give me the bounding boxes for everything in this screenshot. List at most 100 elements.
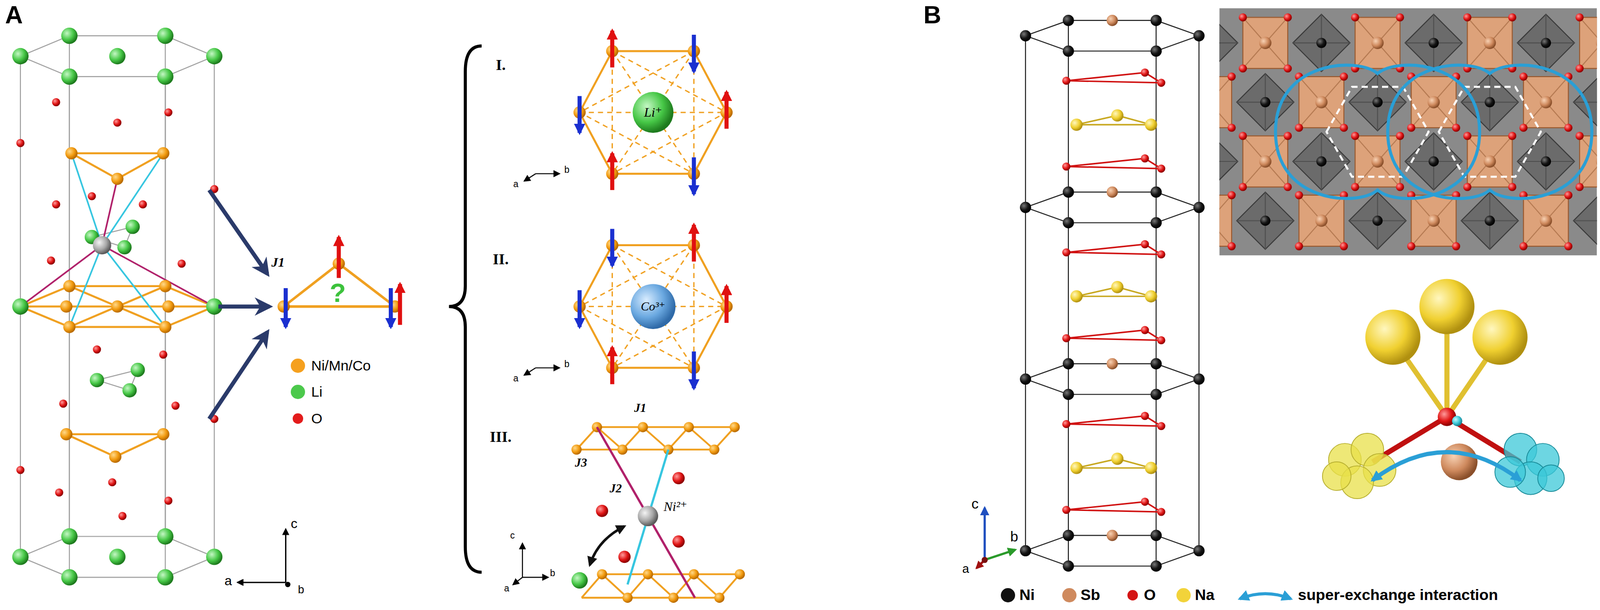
polyhedra-view	[1517, 14, 1575, 72]
exchange-label: J3	[573, 455, 589, 469]
interlayer-exchange	[576, 426, 740, 598]
orbital-picture	[1537, 464, 1565, 492]
interlayer-exchange	[642, 568, 653, 579]
layered-structure	[1106, 357, 1118, 370]
legend-text: Sb	[1080, 586, 1101, 603]
layered-structure	[1062, 217, 1075, 229]
polyhedra-view	[1517, 132, 1575, 190]
polyhedra-view	[1236, 191, 1294, 249]
spin-hexagon	[691, 224, 697, 262]
layered-structure	[1076, 115, 1152, 468]
case-numeral: I.	[495, 57, 506, 74]
layered-structure	[138, 200, 148, 209]
layered-structure	[206, 548, 223, 565]
axis-label: c	[290, 516, 298, 531]
orbital-picture	[1365, 309, 1421, 365]
layered-structure	[1150, 560, 1163, 572]
layered-structure	[1150, 186, 1163, 198]
interlayer-exchange	[571, 421, 746, 603]
layered-structure	[16, 138, 25, 148]
polyhedra-view	[1351, 131, 1404, 191]
layered-structure	[1140, 239, 1149, 248]
polyhedra-view	[1294, 190, 1348, 250]
layered-structure	[1062, 45, 1075, 57]
axis-arrows	[983, 507, 987, 560]
interlayer-exchange	[622, 592, 633, 603]
layered-structure	[1150, 529, 1163, 542]
orbital-picture	[1322, 461, 1352, 491]
spin-triangle	[336, 237, 342, 278]
spin-hexagon	[577, 96, 583, 133]
axis-arrows	[285, 582, 290, 587]
polyhedra-view	[1219, 72, 1236, 132]
polyhedra-view	[1519, 72, 1573, 132]
layered-structure	[1193, 29, 1205, 42]
layered-structure	[59, 399, 68, 408]
interlayer-exchange	[709, 444, 720, 455]
polyhedra-view	[1238, 131, 1292, 191]
legend-swatch	[290, 358, 306, 373]
polyhedra-view	[1219, 8, 1597, 256]
layered-structure	[1025, 35, 1027, 551]
legend-text: Ni/Mn/Co	[311, 357, 371, 374]
layered-structure	[55, 488, 64, 497]
interlayer-exchange	[595, 504, 609, 517]
interlayer-exchange	[589, 525, 625, 565]
axis-label: a	[224, 573, 233, 588]
polyhedra-view	[1404, 132, 1462, 190]
pointer-arrow	[209, 189, 270, 419]
polyhedra-view	[1461, 73, 1519, 131]
exchange-label: J2	[608, 481, 624, 495]
layered-structure	[20, 35, 215, 577]
layered-structure	[101, 153, 164, 246]
spin-hexagon	[632, 91, 674, 133]
interlayer-exchange	[683, 421, 694, 432]
polyhedra-view	[1351, 13, 1404, 73]
axis-arrows	[513, 173, 559, 585]
layered-structure	[1140, 154, 1149, 163]
polyhedra-view	[1463, 13, 1517, 73]
layered-structure	[111, 172, 124, 186]
layered-structure	[1156, 250, 1166, 259]
layered-structure	[1070, 461, 1083, 475]
spin-hexagon	[573, 224, 733, 388]
spin-hexagon	[579, 50, 727, 174]
spin-triangle	[277, 237, 401, 327]
layered-structure	[16, 465, 25, 474]
interlayer-exchange	[714, 592, 725, 603]
interlayer-exchange	[688, 568, 699, 579]
layered-structure	[158, 279, 172, 293]
layered-structure	[71, 153, 102, 246]
legend-swatch	[290, 384, 306, 399]
layered-structure	[1150, 14, 1163, 27]
axis-arrows	[524, 173, 536, 181]
layered-structure	[162, 300, 175, 313]
interlayer-exchange	[637, 421, 648, 432]
layered-structure	[20, 35, 215, 77]
layered-structure	[69, 153, 166, 327]
layered-structure	[47, 256, 56, 265]
legend-text: O	[1144, 586, 1156, 603]
spin-hexagon	[579, 245, 727, 368]
layered-structure	[1019, 14, 1205, 572]
layered-structure	[164, 496, 173, 505]
interlayer-exchange	[672, 471, 685, 484]
spin-hexagon	[724, 91, 729, 129]
case-numeral: II.	[493, 251, 509, 268]
interlayer-exchange	[618, 550, 631, 563]
layered-structure	[1062, 186, 1075, 198]
layered-structure	[111, 300, 124, 313]
spin-hexagon	[691, 351, 697, 388]
layered-structure	[87, 191, 96, 200]
layered-structure	[177, 259, 186, 268]
layered-structure	[1106, 529, 1118, 542]
layered-structure	[12, 48, 29, 65]
layered-structure	[1062, 14, 1075, 27]
orbital-picture	[1419, 278, 1475, 335]
layered-structure	[1140, 411, 1149, 420]
layered-structure	[20, 286, 215, 327]
layered-structure	[1193, 201, 1205, 214]
layered-structure	[1111, 280, 1124, 294]
polyhedra-view	[1407, 190, 1461, 250]
